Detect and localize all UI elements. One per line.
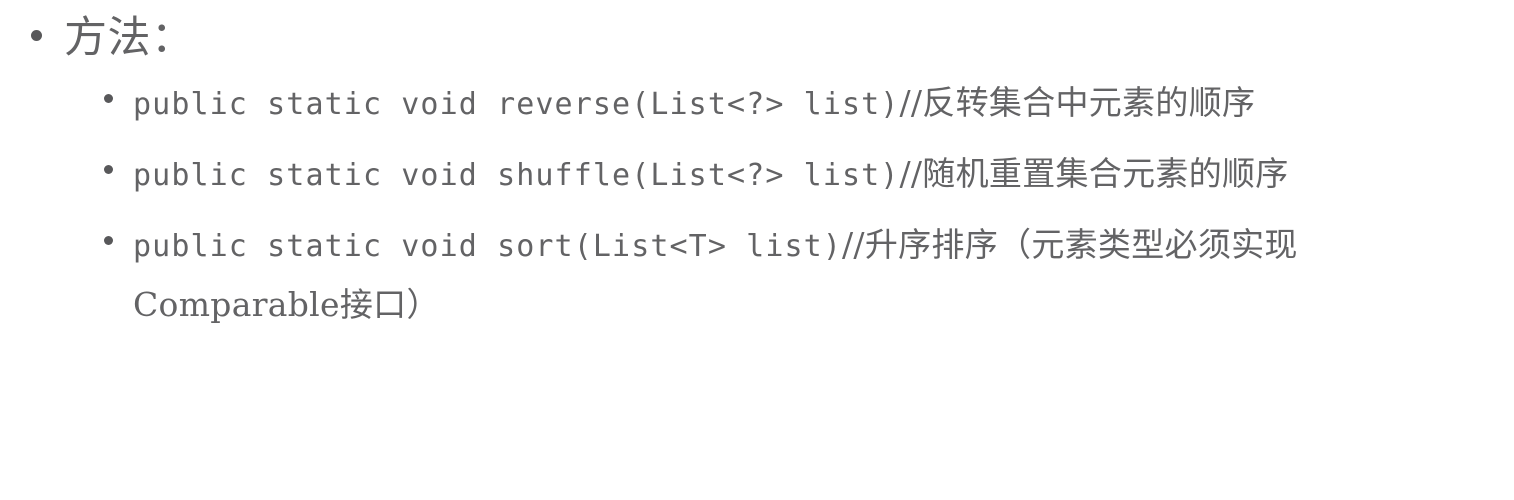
- method-signature: public static void shuffle(List<?> list): [133, 158, 900, 193]
- list-item: public static void reverse(List<?> list)…: [0, 74, 1514, 145]
- slide-content: 方法： public static void reverse(List<?> l…: [0, 0, 1514, 334]
- bullet-dot-icon: [104, 165, 113, 174]
- bullet-dot-icon: [104, 236, 113, 245]
- method-signature: public static void sort(List<T> list): [133, 229, 842, 264]
- method-line: public static void reverse(List<?> list)…: [133, 74, 1463, 134]
- outline-heading-label: 方法：: [64, 13, 195, 63]
- bullet-dot-icon: [104, 94, 113, 103]
- method-line: public static void shuffle(List<?> list)…: [133, 145, 1463, 205]
- method-comment: //升序排序（元素类型必须实现Comparable接口）: [133, 225, 1298, 324]
- method-line: public static void sort(List<T> list)//升…: [133, 216, 1463, 334]
- method-comment: //随机重置集合元素的顺序: [899, 154, 1289, 193]
- outline-heading: 方法：: [0, 0, 1514, 74]
- method-signature: public static void reverse(List<?> list): [133, 87, 900, 122]
- list-item: public static void sort(List<T> list)//升…: [0, 216, 1514, 334]
- list-item: public static void shuffle(List<?> list)…: [0, 145, 1514, 216]
- method-list: public static void reverse(List<?> list)…: [0, 74, 1514, 334]
- bullet-dot-icon: [31, 30, 42, 41]
- method-comment: //反转集合中元素的顺序: [899, 83, 1256, 122]
